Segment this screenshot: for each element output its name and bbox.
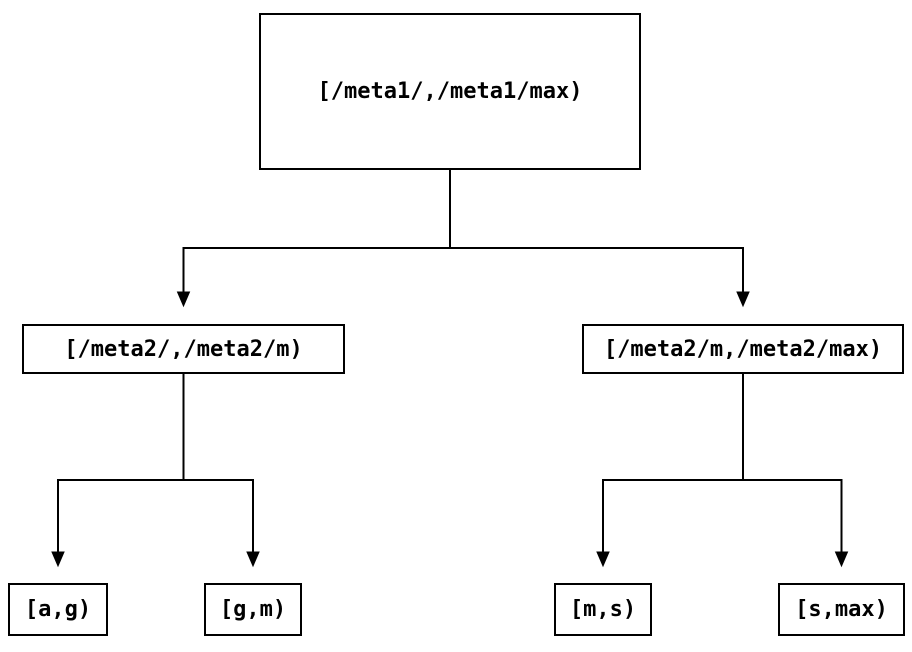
tree-node-leaf-s-max-label: [s,max) [795, 597, 888, 622]
tree-node-leaf-a-g-label: [a,g) [24, 597, 92, 622]
tree-node-leaf-s-max: [s,max) [778, 583, 905, 636]
arrowhead-down [176, 291, 191, 308]
tree-node-leaf-g-m: [g,m) [204, 583, 302, 636]
edge-root-to-level2 [176, 170, 750, 308]
tree-node-leaf-m-s: [m,s) [554, 583, 652, 636]
edge-right-to-leaves [596, 374, 849, 568]
tree-node-leaf-a-g: [a,g) [8, 583, 108, 636]
arrowhead-down [51, 551, 65, 568]
tree-node-root: [/meta1/,/meta1/max) [259, 13, 641, 170]
arrowhead-down [246, 551, 260, 568]
tree-node-level2-right: [/meta2/m,/meta2/max) [582, 324, 904, 374]
arrowhead-down [834, 551, 849, 568]
tree-node-level2-left-label: [/meta2/,/meta2/m) [64, 336, 303, 362]
arrowhead-down [596, 551, 610, 568]
tree-node-leaf-g-m-label: [g,m) [219, 597, 287, 622]
tree-node-level2-left: [/meta2/,/meta2/m) [22, 324, 345, 374]
tree-node-leaf-m-s-label: [m,s) [569, 597, 637, 622]
tree-node-level2-right-label: [/meta2/m,/meta2/max) [603, 336, 883, 362]
edge-left-to-leaves [51, 374, 260, 568]
tree-node-root-label: [/meta1/,/meta1/max) [317, 79, 583, 104]
arrowhead-down [736, 291, 750, 308]
